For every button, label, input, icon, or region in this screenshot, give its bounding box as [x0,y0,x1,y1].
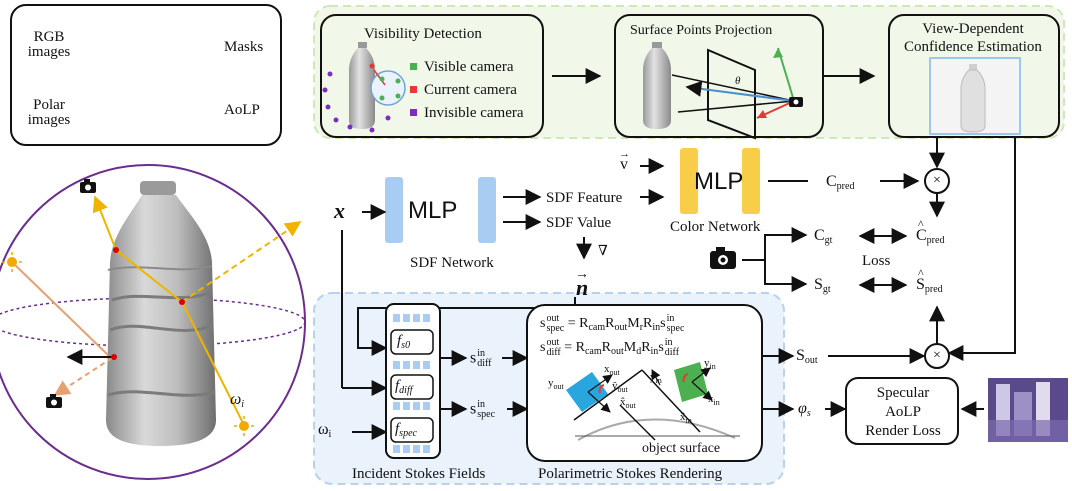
reflection-diagram [566,362,740,441]
visibility-detection-box [320,14,544,138]
aolp-target-image [988,378,1068,442]
camera-icon [46,394,62,408]
camera-icon [80,179,96,193]
confidence-title-1: View-Dependent [922,21,1024,37]
xhat-out-label: x̂out [620,396,636,410]
legend-visible: Visible camera [424,59,514,75]
camera-dots [322,63,401,133]
phi-s-label: φs [798,400,811,419]
normal-arrow-icon: → [575,267,589,282]
confidence-map [929,57,1021,135]
xhat-in-label: x̂in [680,411,692,425]
f-spec-label: fspec [395,421,417,439]
incident-stokes-caption: Incident Stokes Fields [352,466,486,482]
f-s0-label: fs0 [397,333,411,351]
s-gt-label: Sgt [814,276,831,295]
input-panel [10,4,282,146]
x-out-label: xout [604,363,620,377]
sdf-network-label: SDF Network [410,255,494,271]
projection-bottle [643,42,671,129]
multiply-symbol-bottom: × [933,348,941,363]
sdf-mlp-label: MLP [408,197,458,224]
color-mlp-label: MLP [694,168,744,195]
object-surface-label: object surface [642,441,721,456]
s-hat-pred-label: Spred [916,277,943,295]
light-source-icon [2,252,22,272]
input-x: x [334,198,345,223]
legend-invisible: Invisible camera [424,105,524,121]
sdf-feature-label: SDF Feature [546,190,623,206]
c-gt-label: Cgt [814,227,833,246]
multiply-node [924,343,950,369]
confidence-title-2: Confidence Estimation [904,39,1042,55]
camera-icon [710,247,736,269]
c-pred-label: Cpred [826,173,855,192]
legend-current: Current camera [424,82,517,98]
specular-loss-box [845,377,959,445]
projection-angle: θ [735,75,741,87]
masks-label: Masks [224,39,264,55]
sdf-mlp-bars [385,177,496,243]
visibility-title: Visibility Detection [364,26,482,42]
omega-i-label: ωi [318,421,332,440]
specular-line-1: Specular [876,385,930,401]
loss-label: Loss [862,253,891,269]
yhat-out-label: ŷout [612,380,628,394]
polarimetric-caption: Polarimetric Stokes Rendering [538,466,723,482]
x-in-label: xin [708,393,720,407]
multiply-symbol-top: × [933,173,941,188]
view-dir-v: v [620,156,628,173]
color-mlp-bars [680,148,760,214]
sdf-value-label: SDF Value [546,215,612,231]
f-diff-label: fdiff [395,378,413,396]
confidence-estimation-box [888,14,1060,138]
gradient-symbol: ∇ [598,244,608,259]
color-network-label: Color Network [670,219,761,235]
c-hat-pred-label: Cpred [916,228,944,246]
aolp-label: AoLP [224,102,260,118]
s-out-label: Sout [796,347,818,366]
rgb-images-label: RGB images [27,29,71,60]
specular-line-3: Render Loss [865,423,941,439]
camera-icon [789,97,803,107]
light-source-icon [234,416,254,436]
polarimetric-rendering-box [526,304,763,462]
surface-projection-box [614,14,824,138]
specular-line-2: AoLP [885,404,921,420]
multiply-node [924,168,950,194]
geometry-region [313,5,1065,139]
visibility-bottle [349,42,375,129]
yhat-in-label: ŷin [650,371,662,385]
y-in-label: yin [704,357,716,371]
view-arrow-icon: → [619,148,630,160]
y-out-label: yout [548,377,564,391]
scene-omega-label: ωi [230,391,245,410]
projection-title: Surface Points Projection [630,23,773,38]
bottle-3d [106,181,216,446]
normal-n: n [576,275,589,300]
polar-images-label: Polar images [27,97,71,128]
